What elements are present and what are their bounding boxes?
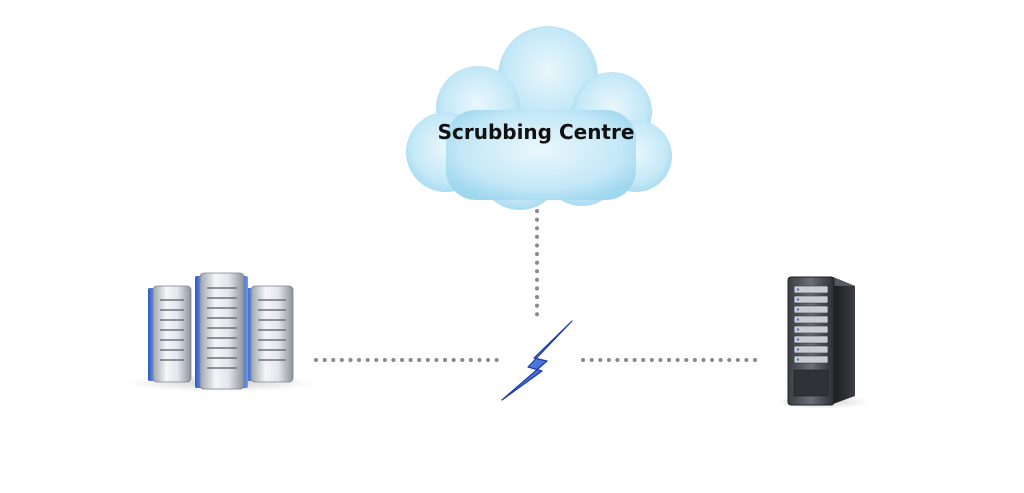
server-cluster-icon <box>127 272 317 392</box>
cloud-icon: Scrubbing Centre <box>406 26 672 210</box>
server-unit-left <box>148 285 192 383</box>
server-unit-center <box>195 272 248 390</box>
rack-server-icon <box>774 276 870 409</box>
server-unit-right <box>246 285 294 383</box>
lightning-bolt-icon <box>501 320 573 401</box>
rack-drive-bays <box>793 285 829 364</box>
cloud-label: Scrubbing Centre <box>438 120 635 144</box>
connection-lines <box>314 209 760 362</box>
